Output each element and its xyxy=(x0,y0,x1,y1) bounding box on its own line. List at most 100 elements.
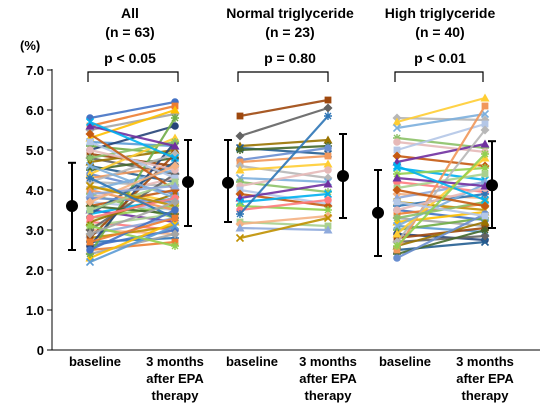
subject-point-after xyxy=(170,105,180,114)
subject-point-after xyxy=(170,153,180,163)
panel-0-paired-lines xyxy=(85,98,180,267)
panel-normal-xlabel-baseline: baseline xyxy=(226,354,278,369)
y-tick-label: 0 xyxy=(37,343,44,358)
subject-point-baseline xyxy=(86,142,94,150)
subject-point-after xyxy=(481,190,489,198)
panel-high-xlabel-after-line2: after EPA xyxy=(456,371,514,386)
subject-point-baseline xyxy=(85,117,95,127)
mean-marker xyxy=(182,176,194,188)
mean-sd-markers xyxy=(66,133,498,257)
subject-line xyxy=(89,104,176,128)
subject-point-baseline xyxy=(86,174,94,182)
subject-line xyxy=(396,200,486,218)
subject-point-after xyxy=(323,225,333,234)
subject-point-after xyxy=(481,212,489,220)
subject-point-after xyxy=(171,242,179,250)
panel-normal-xlabel-after-line1: 3 months xyxy=(299,354,357,369)
panel-all-p-value: p < 0.05 xyxy=(104,50,156,66)
panel-high-bracket xyxy=(394,71,484,82)
subject-line xyxy=(89,216,176,244)
subject-line xyxy=(396,105,486,251)
subject-line xyxy=(239,154,329,164)
subject-point-baseline xyxy=(236,210,244,218)
subject-line xyxy=(89,124,176,148)
subject-line xyxy=(89,184,176,196)
subject-point-baseline xyxy=(236,202,244,210)
subject-point-after xyxy=(171,114,179,122)
panel-high-xlabel-after-line3: therapy xyxy=(462,388,510,403)
subject-line xyxy=(239,214,329,226)
subject-point-after xyxy=(480,139,490,148)
subject-line xyxy=(89,220,176,260)
subject-point-baseline xyxy=(393,134,401,142)
subject-point-after xyxy=(324,166,332,174)
subject-point-after xyxy=(481,102,489,110)
subject-point-baseline xyxy=(86,206,94,214)
subject-point-baseline xyxy=(236,178,244,186)
subject-point-baseline xyxy=(392,163,402,173)
subject-line xyxy=(239,146,329,162)
subject-line xyxy=(396,96,486,124)
subject-line xyxy=(239,106,329,138)
panel-all-title: All (n = 63) xyxy=(105,5,154,40)
paired-lines xyxy=(85,93,490,267)
subject-point-baseline xyxy=(236,112,244,120)
panel-high-title: High triglyceride (n = 40) xyxy=(385,5,496,40)
subject-line xyxy=(396,112,486,130)
panel-2-paired-lines xyxy=(392,93,490,262)
subject-point-after xyxy=(324,152,332,160)
subject-point-after xyxy=(480,125,490,135)
mean-marker xyxy=(222,176,234,189)
subject-point-after xyxy=(171,122,179,130)
subject-point-after xyxy=(324,112,332,120)
subject-point-after xyxy=(480,93,490,102)
panel-high-title-line1: High triglyceride xyxy=(385,5,496,21)
subject-line xyxy=(396,129,486,243)
subject-point-baseline xyxy=(86,114,94,122)
subject-point-baseline xyxy=(392,123,402,133)
subject-point-after xyxy=(170,141,180,150)
subject-point-baseline xyxy=(85,197,95,207)
panel-normal-p-value: p = 0.80 xyxy=(264,50,316,66)
subject-line xyxy=(89,108,176,140)
subject-line xyxy=(89,204,176,216)
panel-normal-title-line1: Normal triglyceride xyxy=(226,5,354,21)
subject-point-after xyxy=(171,174,179,182)
subject-line xyxy=(89,177,176,219)
subject-point-after xyxy=(480,231,490,241)
subject-line xyxy=(89,140,176,160)
subject-line xyxy=(89,173,176,231)
subject-line xyxy=(239,204,329,212)
y-tick-label: 3.0 xyxy=(26,223,44,238)
subject-point-after xyxy=(324,144,332,152)
subject-point-baseline xyxy=(393,254,401,262)
subject-line xyxy=(89,117,176,255)
subject-line xyxy=(239,182,329,200)
subject-line xyxy=(239,115,329,215)
subject-line xyxy=(89,124,176,152)
subject-line xyxy=(89,152,176,184)
y-tick-label: 2.0 xyxy=(26,263,44,278)
subject-point-baseline xyxy=(392,161,402,171)
subject-point-after xyxy=(480,195,490,205)
subject-point-baseline xyxy=(392,229,402,238)
subject-point-baseline xyxy=(85,181,95,191)
subject-line xyxy=(396,153,486,247)
subject-point-after xyxy=(170,229,180,239)
subject-point-baseline xyxy=(235,165,245,174)
subject-point-baseline xyxy=(236,146,244,154)
panel-normal-title: Normal triglyceride (n = 23) xyxy=(226,5,354,40)
panel-high-title-line2: (n = 40) xyxy=(415,24,464,40)
panel-all-xlabel-after-line3: therapy xyxy=(152,388,200,403)
subject-point-baseline xyxy=(86,138,94,146)
subject-point-after xyxy=(481,144,489,152)
subject-line xyxy=(239,98,329,118)
subject-point-after xyxy=(480,237,490,247)
subject-point-baseline xyxy=(85,229,95,239)
mean-marker xyxy=(486,179,498,192)
mean-marker xyxy=(66,200,78,212)
subject-line xyxy=(89,184,176,208)
panel-normal-bracket xyxy=(237,71,329,82)
subject-line xyxy=(239,144,329,152)
subject-line xyxy=(239,192,329,204)
